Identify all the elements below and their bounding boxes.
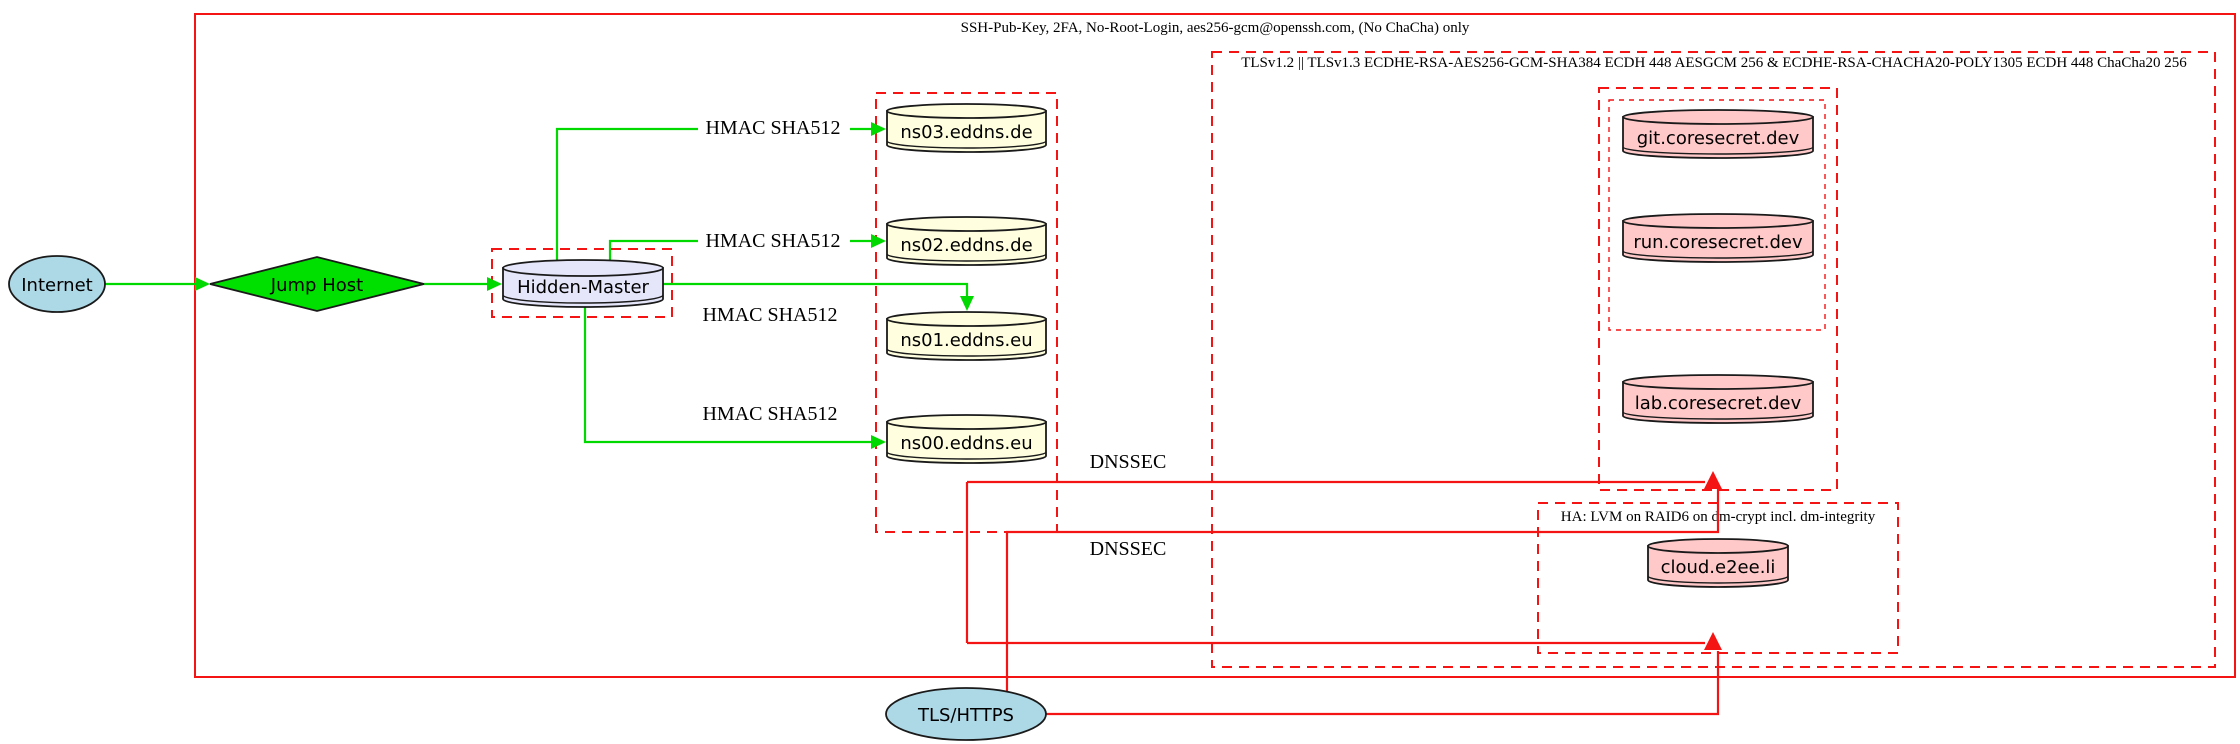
arrowhead-icon bbox=[487, 277, 502, 291]
arrowhead-icon bbox=[871, 122, 886, 136]
cylinder-top bbox=[1622, 213, 1814, 229]
cylinder-top bbox=[502, 259, 664, 277]
cylinder-body bbox=[502, 267, 664, 308]
cylinder-top bbox=[886, 216, 1047, 232]
cylinder-lip bbox=[1647, 575, 1789, 584]
cylinder-lip bbox=[1622, 411, 1814, 420]
cylinder-body bbox=[1622, 220, 1814, 263]
jump-host-label: Jump Host bbox=[270, 275, 363, 296]
edge-tls-to-cloud bbox=[1046, 651, 1720, 716]
node-jump-host: Jump Host bbox=[209, 256, 425, 312]
ssh-cluster-box bbox=[194, 13, 2236, 678]
label-mask bbox=[698, 230, 850, 249]
cylinder-body bbox=[886, 110, 1047, 153]
cylinder-body bbox=[886, 318, 1047, 361]
ssh-cluster-label: SSH-Pub-Key, 2FA, No-Root-Login, aes256-… bbox=[961, 20, 1470, 36]
node-tls-https: TLS/HTTPS bbox=[885, 687, 1047, 741]
cylinder-lip bbox=[502, 294, 664, 304]
edge-label-hmac-ns02: HMAC SHA512 bbox=[705, 230, 840, 252]
cloud-label: cloud.e2ee.li bbox=[1661, 557, 1776, 578]
node-run: run.coresecret.dev bbox=[1622, 213, 1814, 263]
lab-label: lab.coresecret.dev bbox=[1635, 393, 1802, 414]
tls-https-label: TLS/HTTPS bbox=[917, 705, 1014, 726]
edge-label-dnssec-1: DNSSEC bbox=[1090, 451, 1167, 473]
cylinder-top bbox=[1622, 109, 1814, 125]
jump-host-diamond bbox=[209, 256, 425, 312]
node-hidden-master: Hidden-Master bbox=[502, 259, 664, 308]
arrowhead-icon bbox=[1704, 632, 1722, 650]
node-ns00: ns00.eddns.eu bbox=[886, 414, 1047, 464]
cylinder-lip bbox=[1622, 250, 1814, 259]
ns02-label: ns02.eddns.de bbox=[900, 235, 1032, 256]
node-git: git.coresecret.dev bbox=[1622, 109, 1814, 159]
edge-label-hmac-ns01: HMAC SHA512 bbox=[702, 304, 837, 326]
cylinder-body bbox=[1622, 381, 1814, 424]
internet-label: Internet bbox=[21, 275, 92, 296]
label-mask bbox=[698, 117, 850, 136]
cylinder-top bbox=[886, 311, 1047, 327]
edge-label-dnssec-2: DNSSEC bbox=[1090, 538, 1167, 560]
tls-cluster-box bbox=[1211, 51, 2216, 668]
cylinder-lip bbox=[886, 348, 1047, 357]
cylinder-body bbox=[1622, 116, 1814, 159]
git-label: git.coresecret.dev bbox=[1637, 128, 1800, 149]
arrowhead-icon bbox=[871, 234, 886, 248]
ns01-label: ns01.eddns.eu bbox=[900, 330, 1032, 351]
cylinder-body bbox=[886, 223, 1047, 266]
edge-label-hmac-ns03: HMAC SHA512 bbox=[705, 117, 840, 139]
cylinder-top bbox=[886, 103, 1047, 119]
tls-cluster-label: TLSv1.2 || TLSv1.3 ECDHE-RSA-AES256-GCM-… bbox=[1241, 55, 2187, 71]
coresecret-outer-cluster-box bbox=[1598, 87, 1838, 491]
edge-label-hmac-ns00: HMAC SHA512 bbox=[702, 403, 837, 425]
cylinder-body bbox=[886, 421, 1047, 464]
cylinder-top bbox=[1647, 538, 1789, 554]
arrowhead-icon bbox=[960, 296, 974, 311]
tls-https-ellipse bbox=[885, 687, 1047, 741]
arrowhead-icon bbox=[871, 435, 886, 449]
node-ns01: ns01.eddns.eu bbox=[886, 311, 1047, 361]
hidden-master-label: Hidden-Master bbox=[517, 277, 649, 298]
cylinder-lip bbox=[1622, 146, 1814, 155]
arrowhead-icon bbox=[195, 277, 210, 291]
node-internet: Internet bbox=[8, 255, 106, 313]
coresecret-inner-cluster-box bbox=[1608, 99, 1826, 331]
cylinder-lip bbox=[886, 451, 1047, 460]
edge-hiddenmaster-ns00 bbox=[583, 304, 871, 444]
node-ns03: ns03.eddns.de bbox=[886, 103, 1047, 153]
cylinder-lip bbox=[886, 140, 1047, 149]
node-ns02: ns02.eddns.de bbox=[886, 216, 1047, 266]
node-cloud: cloud.e2ee.li bbox=[1647, 538, 1789, 588]
edge-hiddenmaster-ns01 bbox=[663, 282, 969, 296]
ns-cluster-box bbox=[875, 92, 1058, 533]
cylinder-lip bbox=[886, 253, 1047, 262]
node-lab: lab.coresecret.dev bbox=[1622, 374, 1814, 424]
edge-tls-to-coresecret bbox=[1005, 489, 1720, 691]
ns00-label: ns00.eddns.eu bbox=[900, 433, 1032, 454]
run-label: run.coresecret.dev bbox=[1633, 232, 1803, 253]
ns03-label: ns03.eddns.de bbox=[900, 122, 1032, 143]
cylinder-top bbox=[1622, 374, 1814, 390]
cylinder-top bbox=[886, 414, 1047, 430]
internet-ellipse bbox=[8, 255, 106, 313]
arrowhead-icon bbox=[1704, 471, 1722, 489]
cylinder-body bbox=[1647, 545, 1789, 588]
